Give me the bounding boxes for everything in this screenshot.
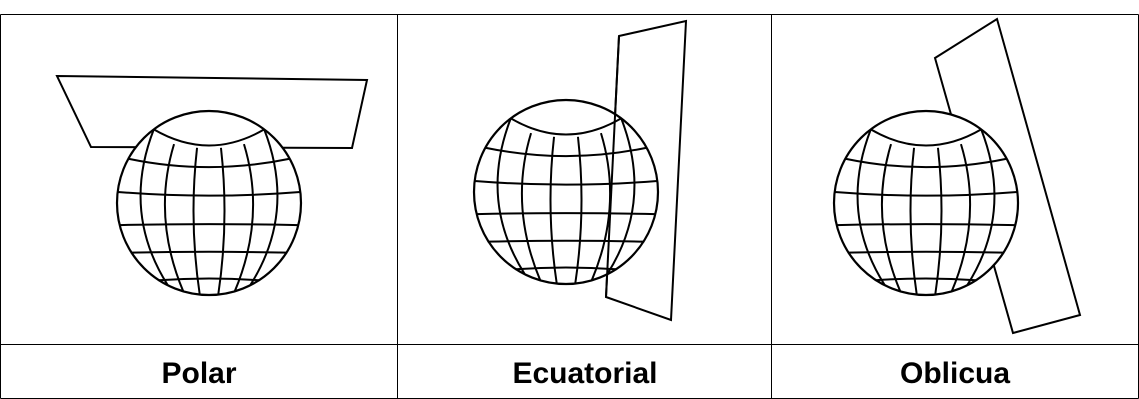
caption-oblicua: Oblicua — [900, 357, 1010, 390]
caption-ecuatorial: Ecuatorial — [512, 357, 657, 390]
caption-polar: Polar — [161, 357, 236, 390]
polar-globe — [117, 111, 301, 295]
ecuatorial-illustration — [474, 21, 686, 320]
oblicua-globe — [834, 111, 1018, 295]
polar-illustration — [57, 76, 367, 295]
ecuatorial-globe — [474, 100, 658, 284]
oblicua-illustration — [834, 19, 1080, 333]
